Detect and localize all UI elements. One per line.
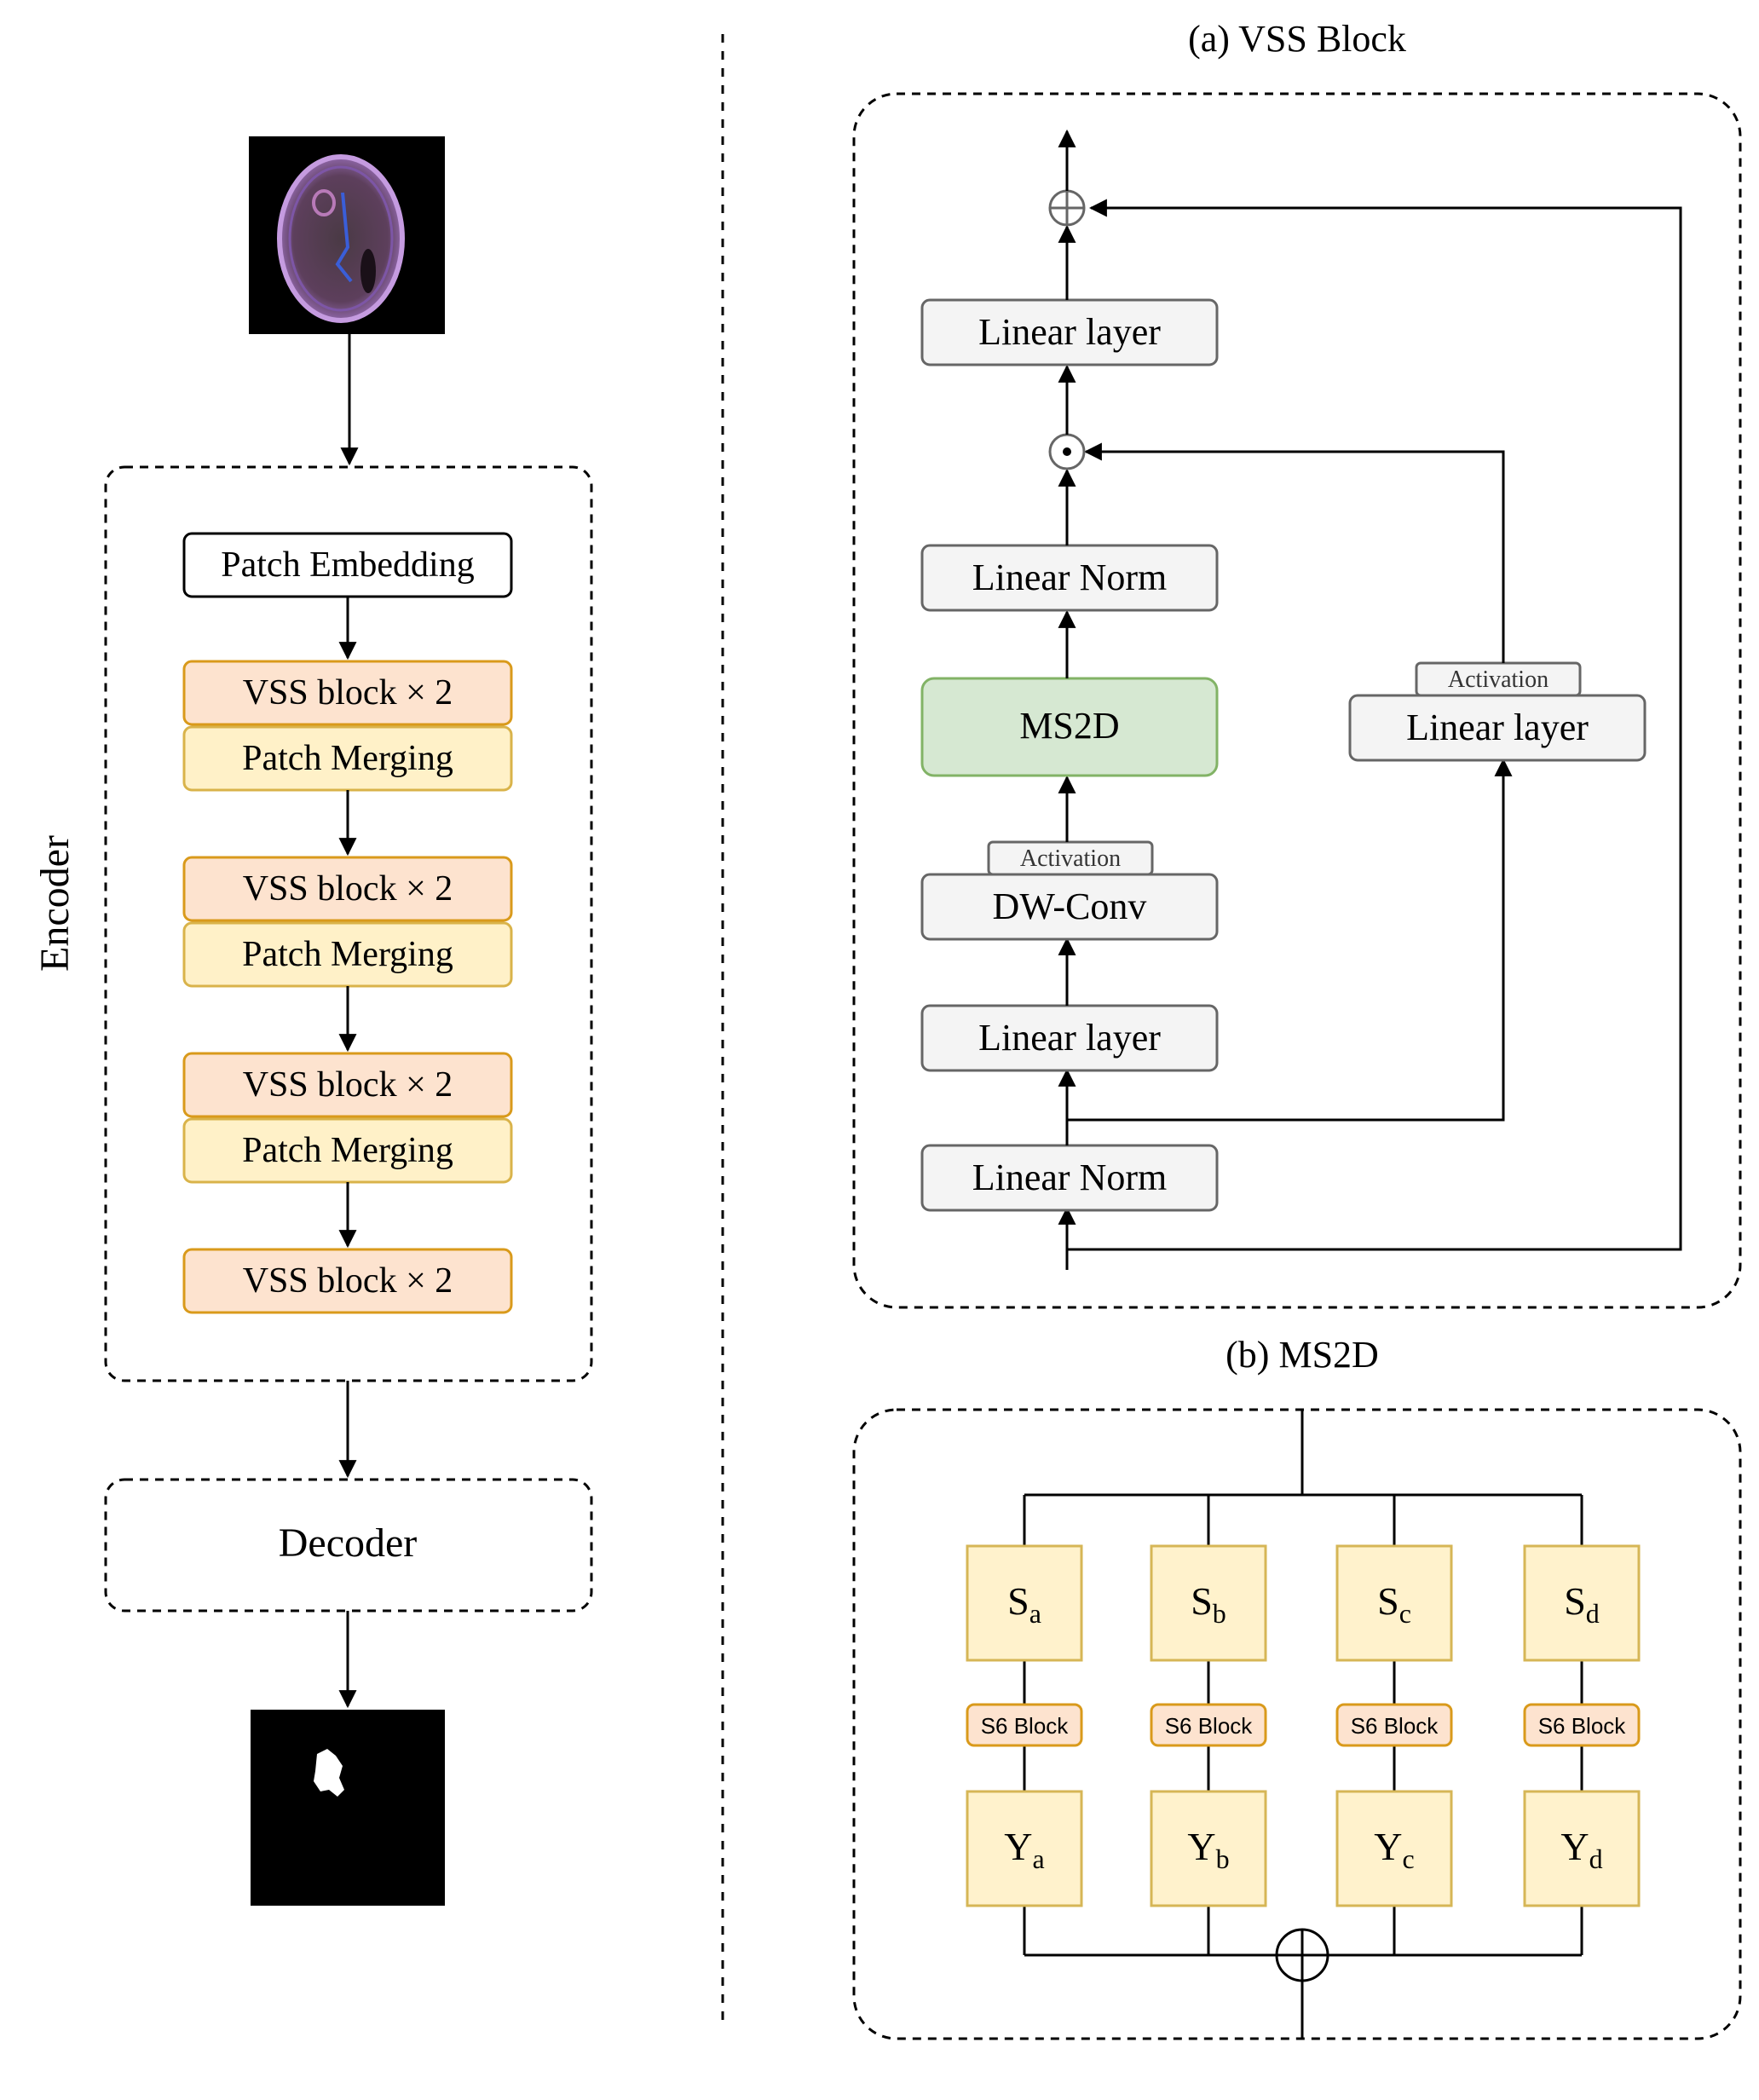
linear-layer-bottom: Linear layer xyxy=(920,1004,1219,1072)
svg-text:Sb: Sb xyxy=(1191,1579,1226,1629)
y-box-a: Ya xyxy=(966,1790,1083,1907)
linear-norm-bottom: Linear Norm xyxy=(920,1144,1219,1212)
svg-text:Patch Merging: Patch Merging xyxy=(242,739,453,778)
svg-text:Linear layer: Linear layer xyxy=(978,1017,1161,1059)
linear-layer-gate: Linear layer xyxy=(1348,694,1647,762)
svg-text:Linear layer: Linear layer xyxy=(978,311,1161,353)
svg-text:Activation: Activation xyxy=(1020,845,1121,872)
svg-text:Sc: Sc xyxy=(1377,1579,1411,1629)
ms2d-sum-node xyxy=(1275,1928,1329,1982)
svg-text:Yc: Yc xyxy=(1374,1825,1414,1874)
vss-block-4: VSS block × 2 xyxy=(182,1248,513,1314)
svg-text:Linear layer: Linear layer xyxy=(1406,707,1589,748)
svg-text:Linear Norm: Linear Norm xyxy=(972,557,1167,598)
y-box-d: Yd xyxy=(1523,1790,1641,1907)
svg-text:DW-Conv: DW-Conv xyxy=(993,886,1147,927)
decoder-box: Decoder xyxy=(104,1478,593,1612)
patch-merging-1: Patch Merging xyxy=(182,725,513,792)
svg-text:Sd: Sd xyxy=(1564,1579,1600,1629)
s6-block-d: S6 Block xyxy=(1523,1703,1641,1747)
dw-conv-activation-tag: Activation xyxy=(987,840,1154,876)
ms2d-box: MS2D xyxy=(920,677,1219,777)
dw-conv-box: DW-Conv xyxy=(920,873,1219,941)
svg-text:Yb: Yb xyxy=(1187,1825,1229,1874)
patch-embedding-box: Patch Embedding xyxy=(182,532,513,598)
vss-panel-title: (a) VSS Block xyxy=(1188,18,1406,60)
linear-layer-top: Linear layer xyxy=(920,298,1219,366)
s-box-a: Sa xyxy=(966,1544,1083,1662)
svg-text:Patch Embedding: Patch Embedding xyxy=(221,545,474,585)
arrow-gate-to-multiply xyxy=(1083,442,1505,663)
s-box-b: Sb xyxy=(1150,1544,1267,1662)
gate-activation-tag: Activation xyxy=(1415,661,1582,697)
s-box-d: Sd xyxy=(1523,1544,1641,1662)
svg-text:VSS block × 2: VSS block × 2 xyxy=(243,673,453,712)
svg-text:S6 Block: S6 Block xyxy=(981,1713,1070,1739)
svg-text:Decoder: Decoder xyxy=(279,1520,418,1566)
s6-block-a: S6 Block xyxy=(966,1703,1083,1747)
svg-text:Ya: Ya xyxy=(1004,1825,1044,1874)
patch-merging-2: Patch Merging xyxy=(182,921,513,988)
s6-block-c: S6 Block xyxy=(1335,1703,1453,1747)
patch-merging-3: Patch Merging xyxy=(182,1117,513,1184)
svg-text:S6 Block: S6 Block xyxy=(1538,1713,1627,1739)
vss-block-2: VSS block × 2 xyxy=(182,856,513,922)
svg-text:VSS block × 2: VSS block × 2 xyxy=(243,1065,453,1105)
y-box-c: Yc xyxy=(1335,1790,1453,1907)
svg-text:Sa: Sa xyxy=(1007,1579,1041,1629)
ms2d-panel-container xyxy=(852,1408,1742,2040)
residual-add-node xyxy=(1048,189,1086,227)
svg-text:Activation: Activation xyxy=(1448,666,1548,693)
svg-text:Yd: Yd xyxy=(1560,1825,1602,1874)
svg-text:MS2D: MS2D xyxy=(1019,705,1119,747)
gate-branch-line xyxy=(1067,758,1513,1122)
elementwise-multiply-node xyxy=(1048,433,1086,470)
svg-text:Patch Merging: Patch Merging xyxy=(242,935,453,974)
vss-panel-container xyxy=(852,92,1742,1309)
svg-text:VSS block × 2: VSS block × 2 xyxy=(243,1261,453,1301)
output-segmentation-mask xyxy=(251,1710,445,1906)
s-box-c: Sc xyxy=(1335,1544,1453,1662)
svg-text:S6 Block: S6 Block xyxy=(1165,1713,1254,1739)
s6-block-b: S6 Block xyxy=(1150,1703,1267,1747)
svg-text:VSS block × 2: VSS block × 2 xyxy=(243,869,453,909)
residual-connection xyxy=(1067,199,1682,1251)
input-mri-image xyxy=(249,136,445,334)
ms2d-panel-title: (b) MS2D xyxy=(1226,1334,1379,1376)
svg-text:Linear Norm: Linear Norm xyxy=(972,1157,1167,1198)
encoder-label: Encoder xyxy=(32,835,78,972)
svg-text:S6 Block: S6 Block xyxy=(1351,1713,1439,1739)
vss-block-3: VSS block × 2 xyxy=(182,1052,513,1118)
vss-block-1: VSS block × 2 xyxy=(182,660,513,726)
linear-norm-top: Linear Norm xyxy=(920,544,1219,612)
y-box-b: Yb xyxy=(1150,1790,1267,1907)
svg-text:Patch Merging: Patch Merging xyxy=(242,1131,453,1170)
